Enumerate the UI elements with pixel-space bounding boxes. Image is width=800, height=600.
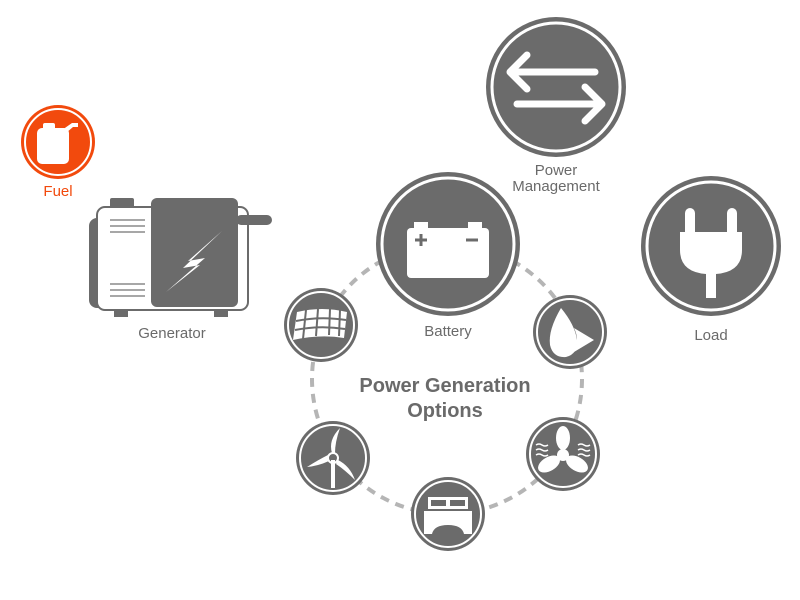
- battery-node[interactable]: Battery: [376, 172, 520, 340]
- battery-label: Battery: [424, 323, 472, 340]
- fan-icon: [535, 426, 591, 473]
- fuel-can-icon: [37, 123, 78, 164]
- option-vehicle[interactable]: [411, 477, 485, 551]
- battery-icon: [407, 222, 489, 278]
- generator-label: Generator: [138, 325, 206, 342]
- power-management-label-1: Power: [535, 162, 578, 179]
- vehicle-icon: [424, 497, 472, 534]
- cycle-title-line-2: Options: [407, 400, 483, 422]
- hydro-icon: [549, 308, 594, 358]
- power-management-node[interactable]: Power Management: [486, 17, 626, 195]
- cycle-title-line-1: Power Generation: [359, 375, 530, 397]
- load-label: Load: [694, 327, 727, 344]
- option-wind[interactable]: [296, 421, 370, 495]
- load-node[interactable]: Load: [641, 176, 781, 344]
- plug-icon: [680, 208, 742, 298]
- fuel-label: Fuel: [43, 183, 72, 200]
- generator-node[interactable]: Generator: [89, 198, 272, 342]
- power-management-label-2: Management: [512, 178, 600, 195]
- bidirectional-arrows-icon: [506, 51, 606, 125]
- generator-icon: [89, 198, 272, 317]
- option-hydro[interactable]: [533, 295, 607, 369]
- solar-panel-icon: [293, 308, 347, 340]
- option-solar[interactable]: [284, 288, 358, 362]
- fuel-node[interactable]: Fuel: [21, 105, 95, 200]
- wind-turbine-icon: [307, 428, 355, 488]
- option-fan[interactable]: [526, 417, 600, 491]
